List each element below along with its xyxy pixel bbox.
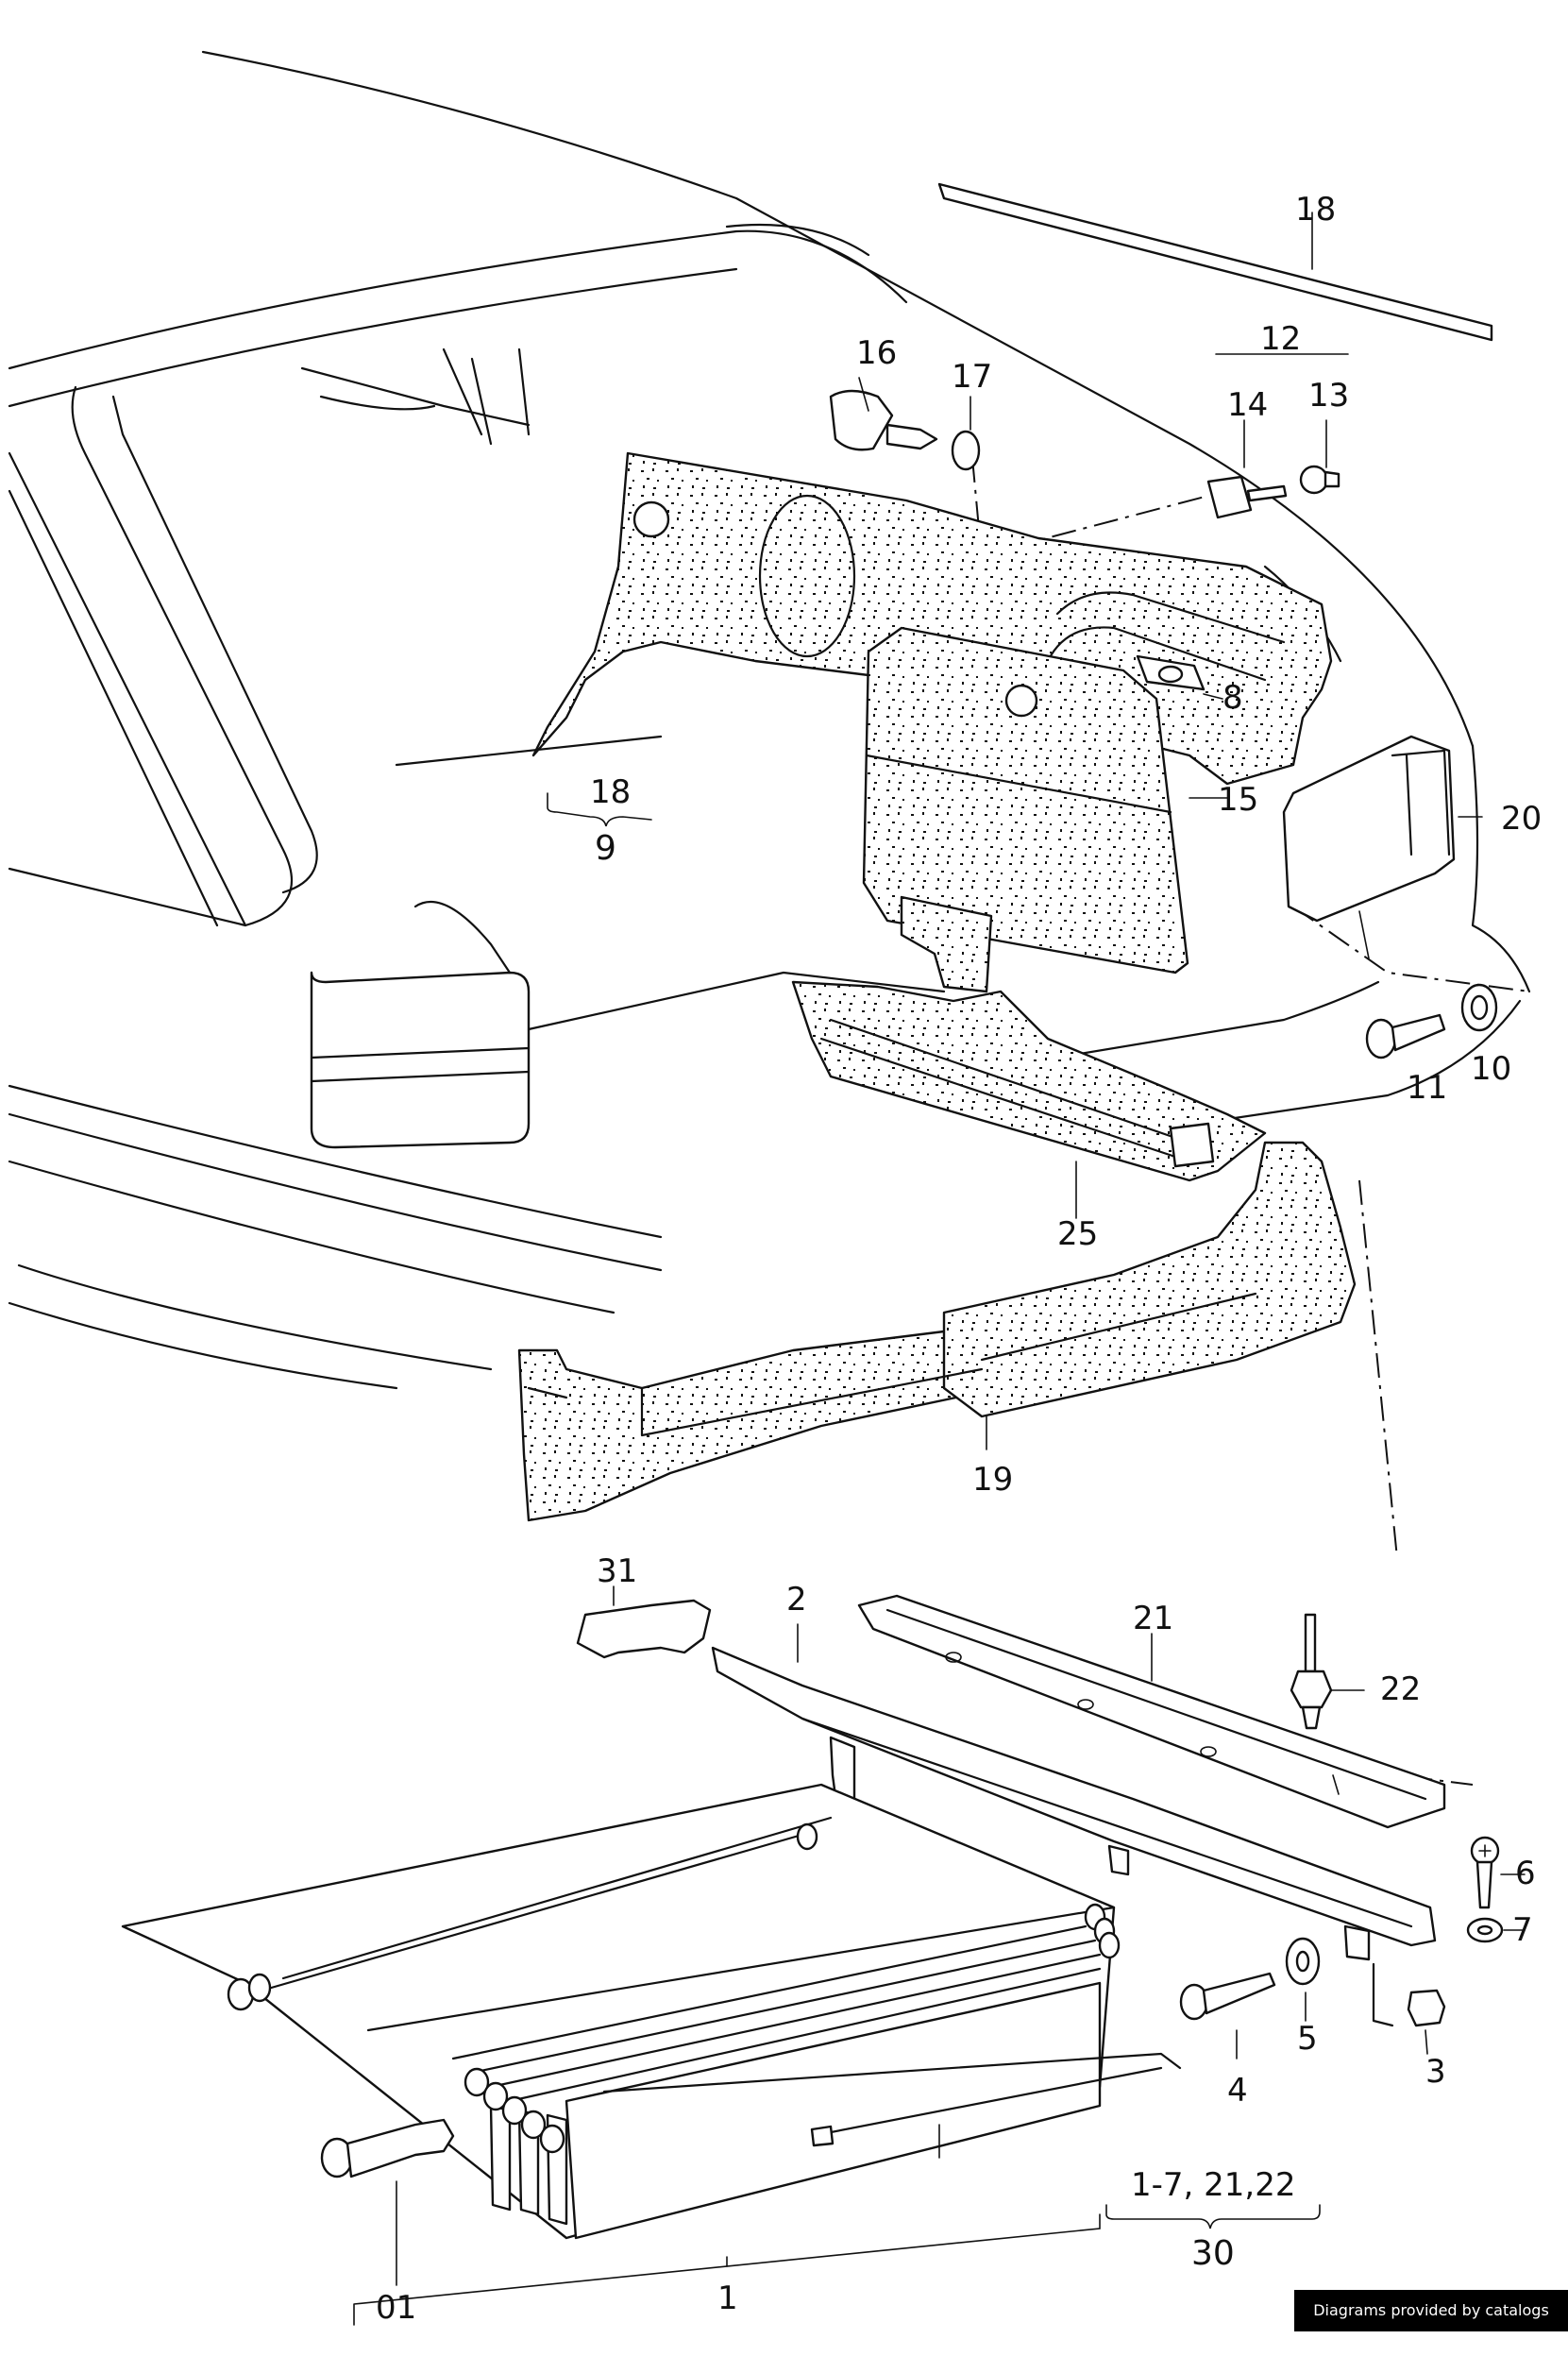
trim-strip-18 (937, 182, 1493, 342)
screw-6-washer-7 (1466, 1836, 1526, 1943)
callout-9: 9 (595, 829, 616, 868)
callout-3: 3 (1425, 2053, 1446, 2091)
screw-4-washer-5-nut-3 (1179, 1937, 1446, 2059)
callout-11: 11 (1407, 1069, 1447, 1107)
callout-13: 13 (1308, 377, 1349, 415)
fastener-14-13 (1206, 353, 1349, 519)
luggage-cover-1 (121, 1783, 1182, 2326)
callout-18: 18 (1295, 191, 1336, 229)
ring-17 (951, 396, 981, 471)
group-note: 1-7, 21,22 (1131, 2166, 1295, 2204)
screw-11-washer-10 (1365, 983, 1498, 1059)
callout-31: 31 (597, 1552, 637, 1590)
callout-labels: 18 12 16 17 14 13 8 15 18 9 20 11 10 25 … (376, 191, 1542, 2327)
lid-20 (1282, 735, 1483, 959)
callout-5: 5 (1297, 2020, 1318, 2058)
callout-12: 12 (1260, 320, 1301, 358)
callout-14: 14 (1227, 386, 1268, 424)
cover-panel-15 (862, 626, 1228, 993)
callout-22: 22 (1380, 1670, 1421, 1708)
sill-25 (791, 980, 1267, 1219)
callout-16: 16 (856, 334, 897, 372)
callout-25: 25 (1057, 1215, 1098, 1253)
callout-18: 18 (590, 773, 631, 811)
callout-1: 1 (717, 2280, 738, 2317)
sill-19 (517, 1141, 1357, 1522)
plug-16 (829, 377, 938, 451)
plug-01 (320, 2118, 455, 2286)
rivet-22 (1290, 1613, 1365, 1795)
callout-21: 21 (1133, 1600, 1173, 1637)
car-body-outline (8, 50, 1531, 1390)
callout-7: 7 (1512, 1911, 1533, 1949)
group-brackets (547, 792, 1321, 2229)
callout-19: 19 (972, 1461, 1013, 1499)
callout-6: 6 (1515, 1855, 1536, 1892)
callout-15: 15 (1218, 781, 1258, 819)
callout-8: 8 (1222, 679, 1243, 717)
bracket-21 (857, 1594, 1446, 1829)
callout-2: 2 (786, 1581, 807, 1619)
callout-30: 30 (1191, 2234, 1235, 2273)
callout-10: 10 (1471, 1050, 1511, 1088)
callout-01: 01 (376, 2289, 416, 2327)
callout-17: 17 (952, 358, 992, 396)
credit-badge: Diagrams provided by catalogs parts (1294, 2290, 1568, 2361)
clip-31 (576, 1585, 712, 1659)
callout-20: 20 (1501, 800, 1542, 838)
callout-4: 4 (1227, 2072, 1248, 2110)
